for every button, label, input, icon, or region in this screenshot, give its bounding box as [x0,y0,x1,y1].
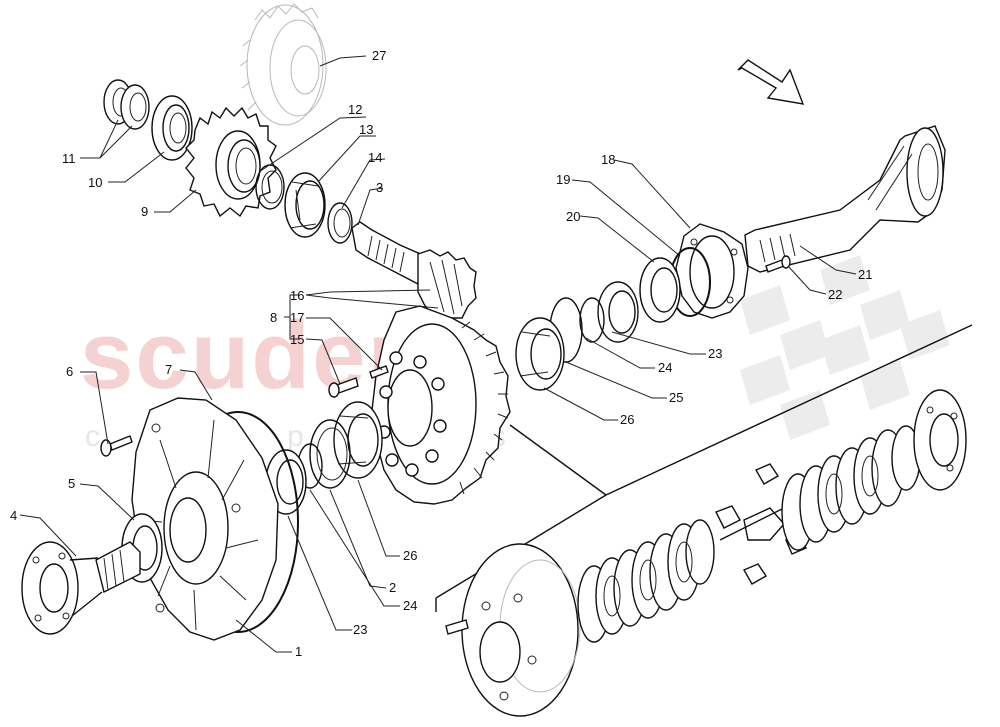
callout-21: 21 [858,267,872,282]
part-2-shim-left [309,419,351,489]
part-3-pinion-shaft [351,221,477,325]
callout-1: 1 [295,644,302,659]
part-20-seal [639,257,681,323]
arrow-down-right-icon [737,59,805,105]
part-9-helical-gear [185,106,277,218]
callout-18: 18 [601,152,615,167]
part-24-ring-right [579,297,605,343]
lsd-detail-assembly [445,389,967,717]
callout-20: 20 [566,209,580,224]
part-6-bolt [100,435,133,457]
part-27-gear-ghost [239,3,327,126]
part-4-output-flange [21,541,141,635]
part-26-bearing-left [333,401,383,479]
part-11-retaining-clips [103,79,150,130]
callout-9: 9 [141,204,148,219]
callout-22: 22 [828,287,842,302]
callout-26-left: 26 [403,548,417,563]
watermark-checker-flag [740,255,950,440]
part-18-flange-plate [675,223,749,319]
part-1-housing-cover [131,397,279,641]
part-13-tapered-bearing [284,172,326,238]
callout-23-right: 23 [708,346,722,361]
callout-27: 27 [372,48,386,63]
part-21-axle-shaft [744,125,946,273]
part-14-shim [327,202,353,244]
callout-15: 15 [290,332,304,347]
callout-12: 12 [348,102,362,117]
callout-7: 7 [165,362,172,377]
callout-3: 3 [376,180,383,195]
crown-wheel-carrier [371,305,511,505]
callout-6: 6 [66,364,73,379]
callout-labels: 27 12 13 14 3 11 10 9 18 19 20 21 22 16 … [10,48,872,659]
part-10-bearing [151,95,193,161]
callout-2: 2 [389,580,396,595]
callout-17: 17 [290,310,304,325]
callout-24-left: 24 [403,598,417,613]
leader-lines [19,55,857,653]
callout-4: 4 [10,508,17,523]
callout-25: 25 [669,390,683,405]
callout-5: 5 [68,476,75,491]
callout-8: 8 [270,310,277,325]
part-22-bolt [765,255,791,273]
part-23-bearing-right [597,281,639,343]
callout-10: 10 [88,175,102,190]
part-26-bearing-right [515,317,565,391]
callout-13: 13 [359,122,373,137]
part-15-bolt [328,377,359,398]
callout-23-left: 23 [353,622,367,637]
callout-19: 19 [556,172,570,187]
callout-16: 16 [290,288,304,303]
callout-11: 11 [62,151,76,166]
callout-14: 14 [368,150,382,165]
callout-24-right: 24 [658,360,672,375]
callout-26-right: 26 [620,412,634,427]
